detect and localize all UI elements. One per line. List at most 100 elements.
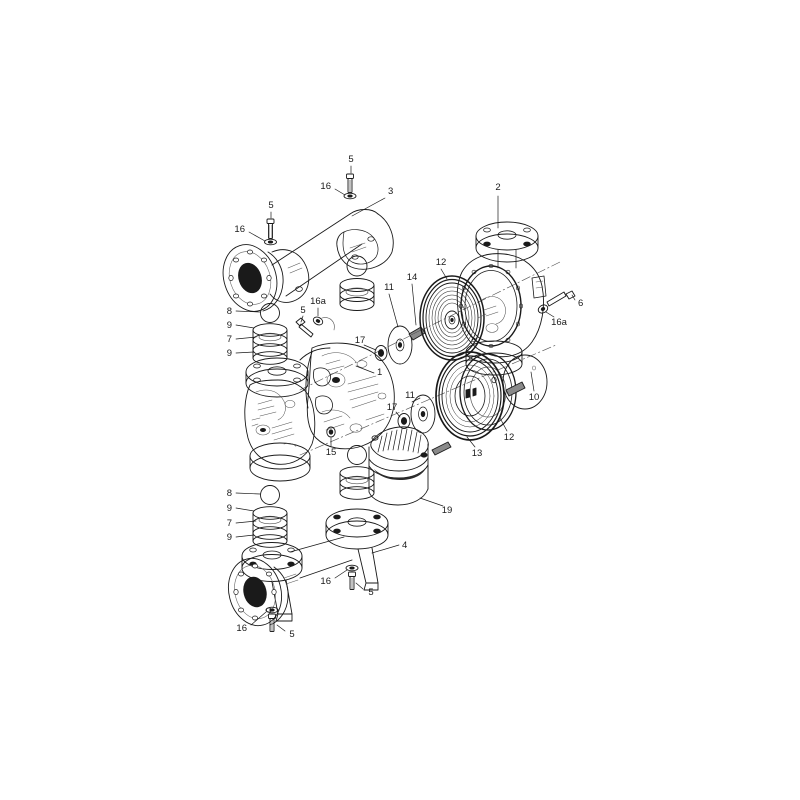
chamber-interior-detail [477, 296, 506, 333]
callout-5-c: 5 [300, 305, 305, 316]
washer-17-lower [397, 413, 411, 429]
lower-diaphragm-assembly [435, 351, 517, 441]
fastener-leader-curve [321, 317, 335, 331]
callout-5-d: 5 [368, 587, 373, 598]
upper-shaft-parts [374, 325, 426, 365]
muffler-band-top [368, 457, 429, 472]
leader-9d [235, 534, 255, 538]
diaphragm-13-slot-b [472, 387, 477, 397]
center-body-left-shell [244, 379, 316, 465]
muffler-bottom [368, 488, 429, 506]
leader-7b [235, 520, 257, 524]
hex-bolt-center-left [295, 317, 314, 338]
leader-16d [250, 611, 267, 626]
hex-bolt-6 [546, 290, 576, 307]
bottom-manifold-end-flange [228, 557, 299, 627]
manifold-elbow-seam [287, 262, 303, 274]
callout-2: 2 [495, 182, 500, 193]
center-body-left-detail [251, 389, 299, 451]
callout-11-b: 11 [405, 390, 415, 401]
muffler-boss-left [371, 435, 379, 441]
bottom-manifold-leg-right-foot [363, 582, 379, 591]
leader-17a [363, 344, 377, 351]
diaphragm-13-front [435, 351, 505, 441]
callout-5-e: 5 [289, 629, 294, 640]
leader-10 [530, 371, 535, 392]
manifold-saddle-detail [349, 242, 367, 253]
manifold-elbow-boss [295, 286, 303, 292]
muffler-fins [377, 428, 422, 454]
valve-seat-left-lower [252, 506, 288, 548]
top-discharge-manifold [222, 209, 394, 312]
drawing-line-art [222, 165, 576, 632]
bottom-manifold-hub-flange [325, 508, 389, 550]
callout-9-d: 9 [227, 532, 232, 543]
leader-17b [395, 411, 401, 418]
leader-4 [371, 544, 400, 554]
end-flange-elbow-seam [283, 573, 299, 585]
manifold-bolt-hole-1 [367, 236, 375, 242]
manifold-saddle-face [342, 229, 379, 265]
washer-center-left [312, 316, 324, 326]
callout-15: 15 [326, 447, 337, 458]
bottom-manifold-leg-right [357, 547, 379, 584]
chamber-top-flange [475, 221, 539, 269]
leader-16a [334, 188, 346, 196]
callout-1: 1 [377, 367, 382, 378]
bottom-fasteners [265, 564, 359, 632]
callout-9-a: 9 [227, 320, 232, 331]
valve-seat-left-upper [252, 323, 288, 365]
chamber-bore-inner [464, 270, 518, 342]
chamber-right-lug-detail [535, 280, 544, 289]
diaphragm-hub-upper [444, 310, 460, 330]
callout-labels: 1 2 3 4 5 5 5 5 5 6 7 7 8 8 9 9 9 9 10 1… [227, 154, 584, 640]
bottom-manifold-leg-left-foot [275, 613, 293, 622]
bottom-manifold-left-flange [241, 542, 303, 582]
leader-7a [235, 336, 257, 340]
center-body-right-detail [321, 352, 387, 433]
callout-3: 3 [388, 186, 393, 197]
shaft-stud-lower [431, 441, 452, 456]
bottom-manifold-leg-left [271, 579, 293, 615]
callout-17-a: 17 [355, 335, 366, 346]
callout-12-b: 12 [504, 432, 515, 443]
callout-11-a: 11 [384, 282, 394, 293]
callout-5-a: 5 [348, 154, 353, 165]
chamber-right-lug [531, 275, 547, 299]
callout-9-c: 9 [227, 503, 232, 514]
hex-bolt-top-center [346, 173, 354, 193]
leader-5d [355, 582, 364, 590]
callout-12-a: 12 [436, 257, 447, 268]
end-flange-bore [243, 576, 267, 608]
callout-16-a: 16 [320, 181, 331, 192]
leader-14 [411, 283, 417, 326]
leader-19 [419, 497, 444, 507]
bottom-manifold-tube-bottom [299, 559, 353, 579]
leader-5e [276, 624, 286, 632]
callout-16-d: 16 [236, 623, 247, 634]
washer-bottom-right [345, 564, 359, 572]
leader-8a [235, 310, 261, 313]
flange-bolt-circle [228, 251, 272, 305]
callout-16-c: 16 [320, 576, 331, 587]
chamber-shell-outline [456, 253, 544, 358]
callout-13: 13 [472, 448, 483, 459]
center-body-mid-seam [305, 351, 313, 409]
top-manifold-flange [222, 244, 310, 312]
end-flange-bolt-circle [234, 565, 276, 619]
leader-11b [411, 397, 421, 403]
chamber-bore-rim [460, 265, 522, 347]
washer-16a-right [537, 304, 549, 314]
leader-9b [235, 351, 255, 354]
centerline-lower [299, 344, 557, 456]
right-fastener [537, 290, 576, 314]
center-body-boss-a [313, 367, 331, 387]
washer-top-left [264, 238, 277, 246]
center-body-boss-b [315, 395, 333, 415]
callout-10: 10 [529, 392, 540, 403]
callout-6: 6 [578, 298, 583, 309]
valve-seat-stack-upper-center [339, 278, 375, 311]
plug-15 [326, 426, 336, 438]
